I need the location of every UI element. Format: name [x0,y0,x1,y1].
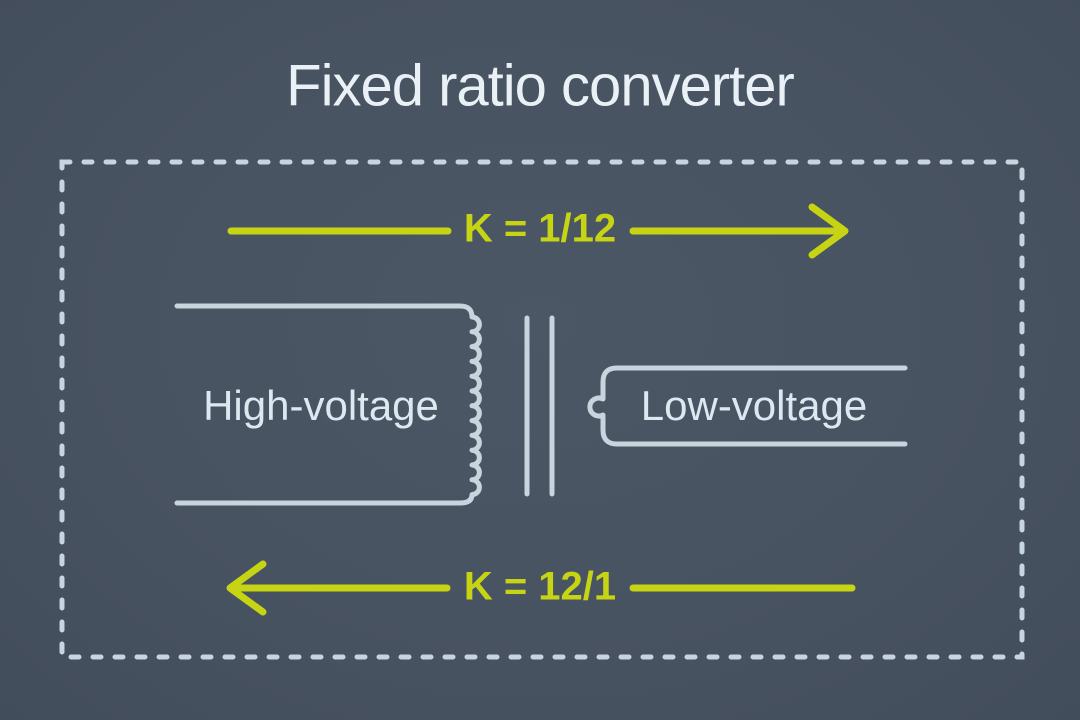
forward-ratio-label: K = 1/12 [463,206,617,251]
low-voltage-winding-icon [587,365,908,447]
page-title: Fixed ratio converter [286,53,795,119]
right-arrowhead-icon [808,203,849,259]
low-voltage-label: Low-voltage [640,382,868,429]
high-voltage-winding-icon [174,303,482,506]
forward-ratio-arrow [227,203,849,259]
dashed-border [59,159,1025,660]
reverse-ratio-arrow [226,560,856,616]
transformer-symbol [174,303,908,506]
reverse-ratio-label: K = 12/1 [463,564,617,609]
high-voltage-label: High-voltage [203,382,439,429]
